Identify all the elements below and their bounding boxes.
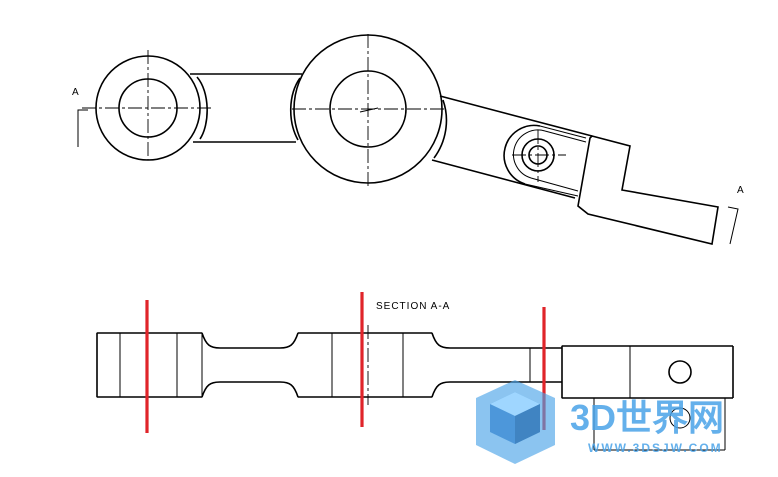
watermark-brand: 3D世界网 xyxy=(570,397,724,438)
hatch-tab xyxy=(561,345,631,399)
watermark-url: WWW.3DSJW.COM xyxy=(588,441,723,455)
hatch-web-left xyxy=(201,332,333,398)
small-boss xyxy=(503,124,587,197)
end-tab xyxy=(577,135,719,245)
section-marker-right: A xyxy=(727,185,745,245)
angled-arm xyxy=(431,95,593,199)
tab-hole xyxy=(668,360,692,384)
watermark-cube-icon xyxy=(476,380,555,464)
hatch-left-a xyxy=(96,332,121,398)
section-marker-left-label: A xyxy=(72,87,80,98)
watermark: 3D世界网 WWW.3DSJW.COM xyxy=(476,380,724,464)
section-marker-left: A xyxy=(72,87,88,147)
section-marker-right-label: A xyxy=(737,185,745,196)
section-view: SECTION A-A xyxy=(96,292,734,451)
connecting-arm xyxy=(190,73,302,143)
top-view: A A xyxy=(72,34,745,245)
section-title: SECTION A-A xyxy=(376,301,450,312)
hatch-left-b xyxy=(176,332,203,398)
